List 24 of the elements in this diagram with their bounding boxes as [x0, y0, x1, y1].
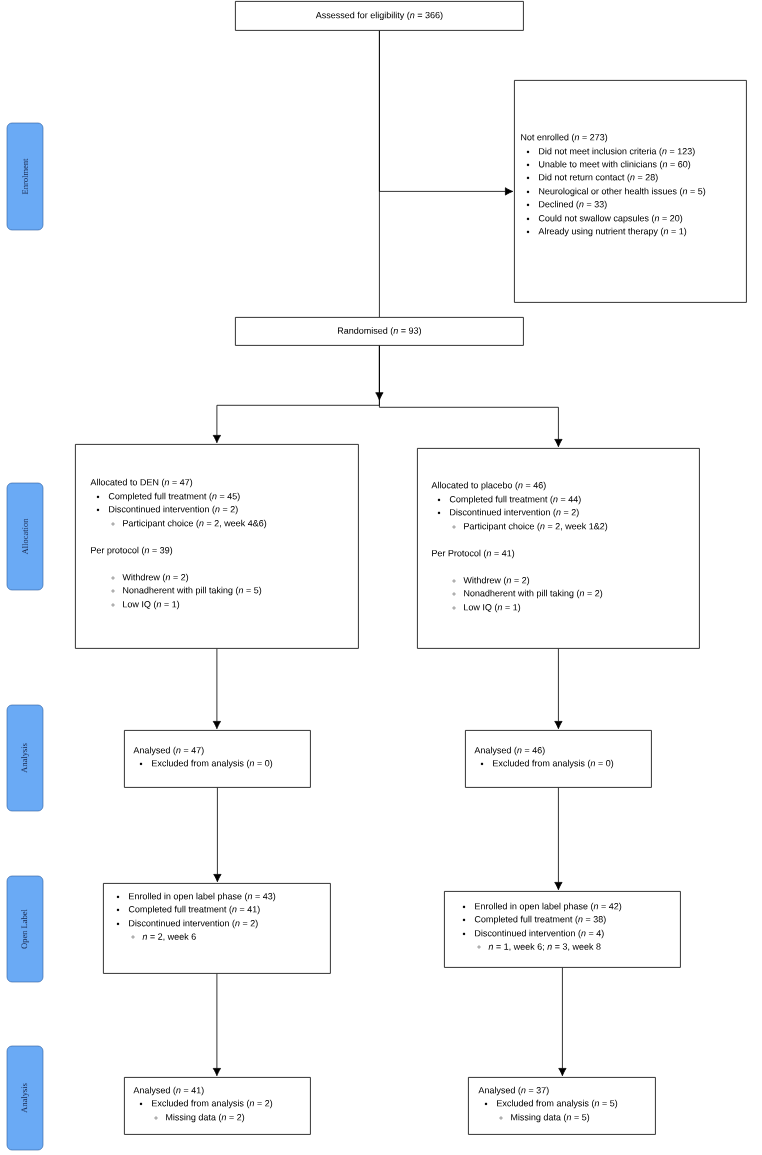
stage-label: Allocation — [6, 482, 44, 591]
arrow — [213, 787, 222, 883]
flow-box: Analysed (n = 37) Excluded from analysis (n = 5) Missing data (n = 5) — [468, 1077, 656, 1135]
arrow — [554, 648, 563, 730]
flow-box: Randomised (n = 93) — [235, 317, 524, 346]
arrow — [212, 973, 221, 1077]
flow-box: Allocated to placebo (n = 46) Completed full treatment (n = 44) Discontinued intervention (n = 2) Participant choice (n = 2, week 1&2) Per Protocol (n = 41) Withdrew (n = 2) Nonadherent with pill taking (n = 2) Low IQ (n = 1) — [417, 448, 700, 649]
flow-box: Enrolled in open label phase (n = 43) Completed full treatment (n = 41) Discontinued intervention (n = 2) n = 2, week 6 — [103, 883, 331, 974]
arrow — [554, 787, 563, 891]
flow-box: Not enrolled (n = 273) Did not meet inclusion criteria (n = 123) Unable to meet with clinicians (n = 60) Did not return contact (n = 28) Neurological or other health issues (n = 5) Declined (n = 33) Could not swallow capsules (n = 20) Already using nutrient therapy (n = 1) — [514, 80, 747, 303]
flow-box: Analysed (n = 41) Excluded from analysis (n = 2) Missing data (n = 2) — [124, 1077, 311, 1135]
flow-box: Assessed for eligibility (n = 366) — [235, 1, 524, 31]
flow-box: Analysed (n = 47) Excluded from analysis (n = 0) — [124, 730, 311, 788]
stage-label: Open Label — [6, 875, 44, 983]
flow-box: Enrolled in open label phase (n = 42) Completed full treatment (n = 38) Discontinued intervention (n = 4) n = 1, week 6; n = 3, week 8 — [444, 891, 681, 968]
arrow — [379, 30, 514, 196]
stage-label: Enrolment — [6, 122, 44, 231]
stage-label: Analysis — [6, 1045, 44, 1151]
arrow — [558, 967, 567, 1077]
flow-box: Allocated to DEN (n = 47) Completed full treatment (n = 45) Discontinued intervention (n = 2) Participant choice (n = 2, week 4&6) Per protocol (n = 39) Withdrew (n = 2) Nonadherent with pill taking (n = 5) Low IQ (n = 1) — [75, 444, 359, 649]
stage-label: Analysis — [6, 704, 44, 812]
arrow — [212, 648, 221, 730]
arrow — [379, 345, 563, 448]
flow-box: Analysed (n = 46) Excluded from analysis (n = 0) — [465, 730, 652, 788]
